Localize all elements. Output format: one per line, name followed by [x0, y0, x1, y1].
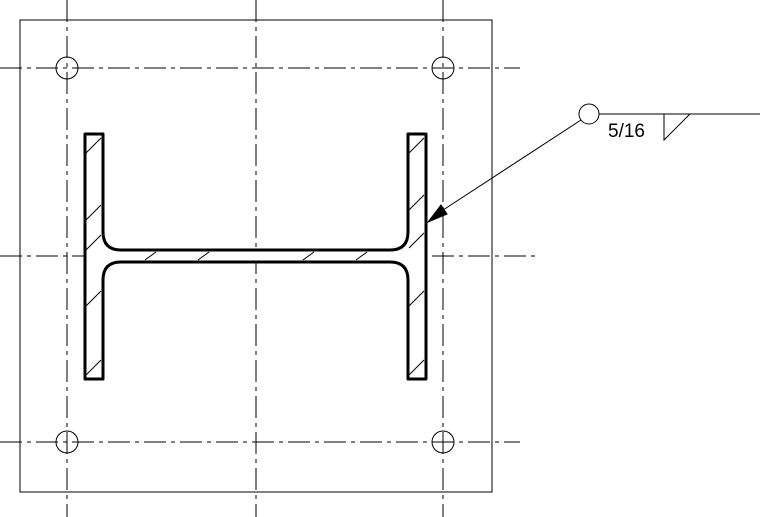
weld-leader-line — [436, 119, 582, 215]
right-flange-hatching — [408, 137, 425, 376]
web-hatching — [144, 251, 368, 261]
anchor-bolt-hole-top-right — [431, 56, 455, 80]
anchor-bolt-hole-bottom-right — [431, 430, 455, 454]
weld-arrowhead — [426, 204, 448, 224]
fillet-weld-icon — [663, 113, 691, 142]
weld-size-label: 5/16 — [608, 121, 645, 142]
weld-all-around-circle — [578, 103, 600, 125]
column-section-outline — [83, 132, 428, 381]
left-flange-hatching — [85, 137, 102, 376]
anchor-bolt-hole-bottom-left — [55, 430, 79, 454]
anchor-bolt-hole-top-left — [55, 56, 79, 80]
